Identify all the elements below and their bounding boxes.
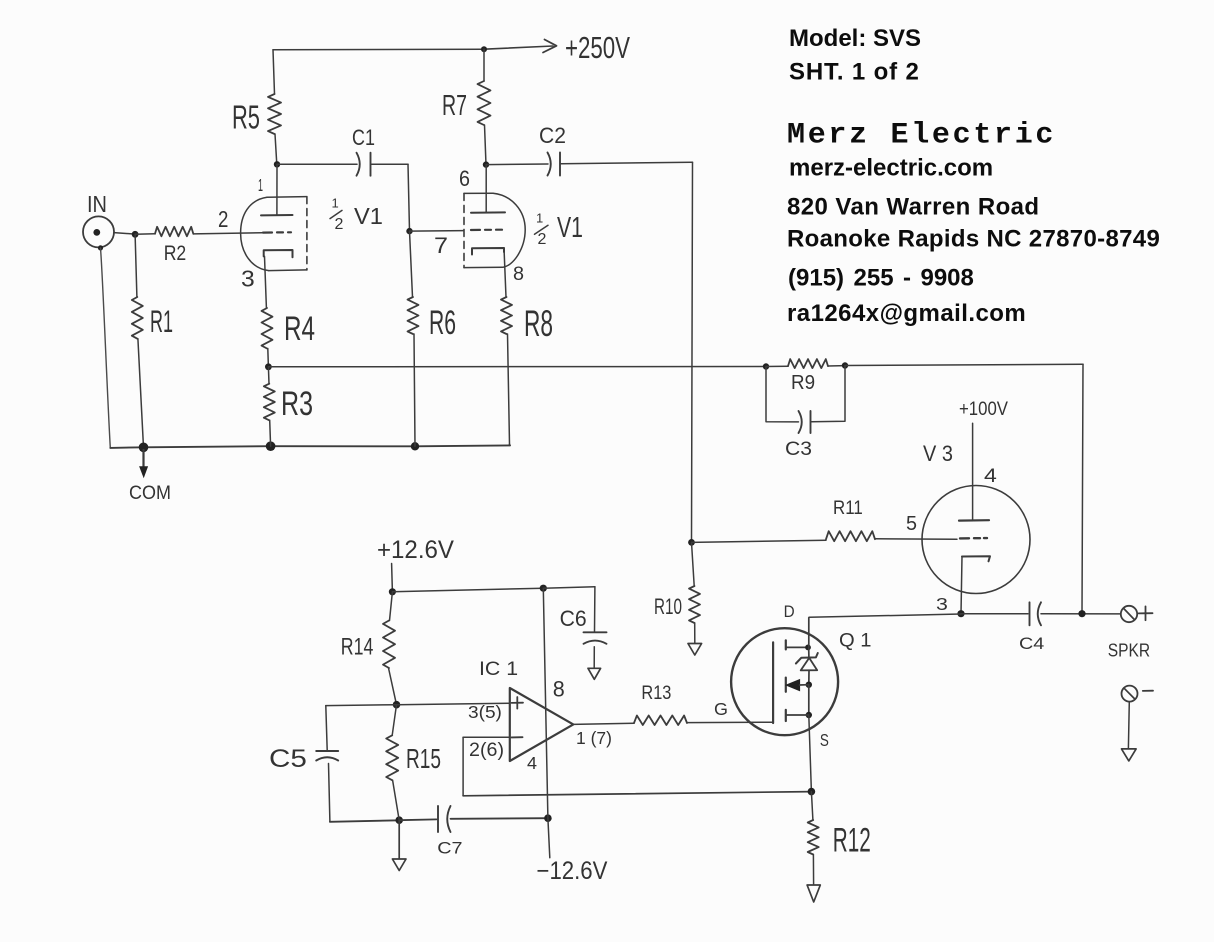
svg-text:R1: R1 [150,305,173,339]
svg-text:COM: COM [129,481,171,503]
svg-text:merz-electric.com: merz-electric.com [789,155,993,182]
svg-text:+12.6V: +12.6V [377,537,455,564]
svg-text:R7: R7 [442,90,467,122]
svg-text:2(6): 2(6) [469,739,504,761]
svg-text:4: 4 [984,466,997,487]
svg-text:−12.6V: −12.6V [537,857,608,884]
svg-text:(915) 255 - 9908: (915) 255 - 9908 [788,265,974,292]
svg-text:C5: C5 [269,744,307,772]
svg-text:R13: R13 [641,682,671,704]
svg-text:R12: R12 [833,821,871,860]
svg-text:2: 2 [218,207,228,232]
svg-text:R3: R3 [281,385,313,423]
svg-text:C2: C2 [539,124,566,148]
svg-text:R2: R2 [164,241,187,265]
svg-text:Q 1: Q 1 [839,630,871,651]
svg-text:R14: R14 [341,634,374,660]
svg-text:R6: R6 [429,304,456,343]
svg-text:SPKR: SPKR [1108,639,1150,661]
svg-text:C4: C4 [1019,635,1044,653]
svg-text:820 Van Warren Road: 820 Van Warren Road [787,194,1040,221]
svg-text:D: D [784,604,795,622]
svg-text:1: 1 [536,211,543,226]
svg-text:Roanoke Rapids NC 27870-8749: Roanoke Rapids NC 27870-8749 [787,226,1160,253]
svg-text:+100V: +100V [959,398,1008,419]
svg-text:C1: C1 [352,126,375,150]
svg-text:3(5): 3(5) [468,702,502,722]
svg-text:R4: R4 [284,310,315,348]
svg-text:V1: V1 [354,203,383,229]
svg-text:+250V: +250V [565,31,630,65]
svg-text:8: 8 [513,263,524,285]
svg-text:SHT. 1 of 2: SHT. 1 of 2 [789,58,920,85]
svg-text:6: 6 [459,167,470,191]
svg-text:7: 7 [434,233,448,257]
svg-text:R15: R15 [406,745,441,775]
svg-text:R8: R8 [524,302,553,344]
svg-text:C7: C7 [437,839,462,857]
svg-text:C3: C3 [785,439,812,460]
svg-text:IC 1: IC 1 [479,658,518,680]
svg-text:G: G [714,699,728,719]
svg-text:2: 2 [335,216,344,233]
svg-text:V 3: V 3 [923,442,953,466]
svg-text:Model: SVS: Model: SVS [789,25,921,52]
svg-text:5: 5 [906,513,917,535]
svg-text:1: 1 [258,175,263,195]
svg-text:R11: R11 [833,497,863,518]
svg-text:S: S [820,731,829,750]
svg-text:3: 3 [936,595,948,615]
svg-text:8: 8 [553,676,565,701]
svg-text:2: 2 [538,231,547,248]
svg-text:3: 3 [241,266,255,292]
svg-text:ra1264x@gmail.com: ra1264x@gmail.com [787,300,1026,327]
svg-text:IN: IN [87,191,107,218]
svg-text:Merz Electric: Merz Electric [787,118,1056,152]
svg-text:R10: R10 [654,594,682,618]
svg-text:1 (7): 1 (7) [576,728,612,748]
svg-text:4: 4 [527,753,537,773]
svg-text:R5: R5 [232,99,260,136]
svg-text:C6: C6 [560,605,587,631]
svg-text:V1: V1 [557,212,583,244]
svg-text:R9: R9 [791,371,815,394]
svg-text:1: 1 [332,196,339,211]
